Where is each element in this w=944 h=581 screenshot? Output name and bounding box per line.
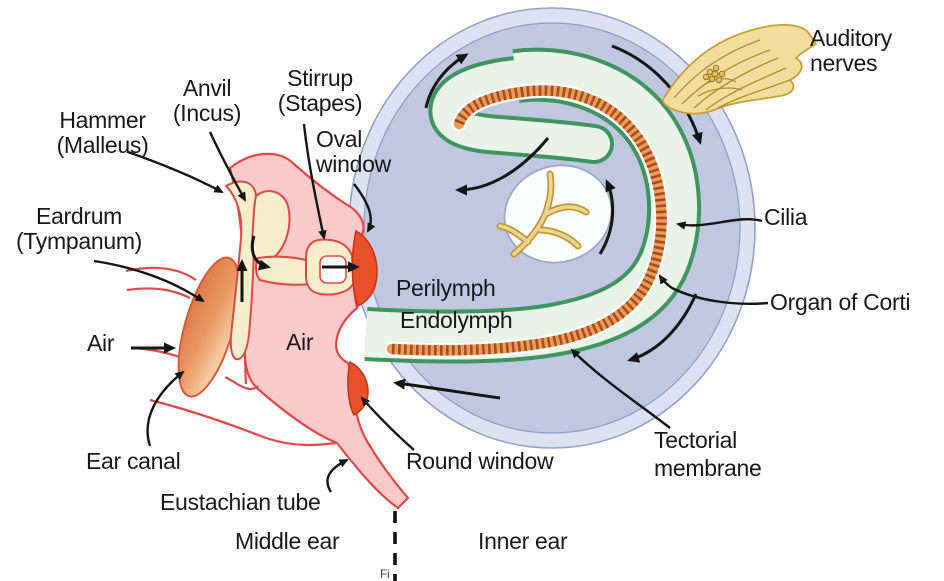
eustachian-leader (326, 458, 349, 493)
eardrum-label: Eardrum (Tympanum) (0, 204, 158, 254)
air-outside-label: Air (87, 330, 115, 356)
round-window-leader (360, 396, 415, 451)
stirrup-label-line1: Stirrup (287, 65, 353, 91)
ear-canal-upper-wall-2 (126, 287, 191, 299)
ear-canal-lower-wall (133, 346, 259, 391)
middle-ear (125, 152, 410, 510)
inner-ear-label: Inner ear (478, 528, 568, 554)
nerve-ganglion-knot (702, 64, 726, 84)
cochlear-duct-mint-outer-wrap (364, 51, 698, 360)
cilia-stripes (391, 85, 667, 356)
ear-canal-label: Ear canal (86, 448, 181, 474)
wave-arrow-top-right (611, 44, 703, 145)
organ-of-corti-label: Organ of Corti (770, 289, 911, 315)
oval-window-label-line1: Oval (316, 126, 363, 152)
incudostapedial-bridge (254, 255, 319, 286)
sound-path-arrows (131, 235, 360, 354)
wave-arrow-center-up (598, 179, 616, 255)
ear-canal-leader (146, 370, 185, 447)
hammer-leader (127, 150, 224, 194)
caption-fragment: Fi (380, 567, 390, 581)
eardrum-label-line1: Eardrum (35, 203, 123, 229)
hammer-label: Hammer (Malleus) (25, 108, 180, 158)
cilia-leader (676, 218, 763, 230)
wave-arrow-apex-left (455, 137, 550, 196)
eardrum-label-line2: (Tympanum) (15, 228, 143, 254)
middle-ear-label: Middle ear (235, 528, 340, 554)
eardrum-leader (93, 259, 205, 303)
central-nerve-branches (496, 170, 590, 258)
wave-direction-arrows (393, 44, 703, 400)
auditory-nerves-label-line1: Auditory (810, 25, 892, 51)
oval-window-label-line2: window (316, 151, 391, 177)
stirrup-label-line2: (Stapes) (277, 90, 363, 116)
oval-window-leader (353, 183, 376, 233)
anvil-label-line1: Anvil (182, 75, 232, 101)
auditory-nerve-bundle (661, 24, 817, 115)
cilia-label: Cilia (764, 204, 808, 230)
round-window-membrane (347, 360, 369, 416)
ossicle-curve-arrow (250, 235, 271, 271)
tectorial-membrane-label: Tectorial membrane (654, 426, 762, 482)
round-window-label: Round window (406, 448, 554, 474)
oval-window-label: Oval window (316, 127, 391, 177)
ear-canal-walls (125, 266, 337, 447)
tectorial-membrane-label-line2: membrane (654, 455, 762, 481)
cochlea (348, 7, 817, 449)
tectorial-leader (570, 348, 671, 429)
auditory-nerves-label: Auditory nerves (810, 26, 892, 76)
wave-arrow-upper-left (424, 53, 469, 109)
anvil-label: Anvil (Incus) (148, 76, 266, 126)
anvil-label-line2: (Incus) (172, 100, 242, 126)
stirrup-leader (302, 123, 327, 240)
organ-of-corti-leader (658, 274, 769, 305)
endolymph-label: Endolymph (400, 307, 513, 333)
wave-arrow-bottom-left (393, 378, 501, 400)
stirrup-label: Stirrup (Stapes) (258, 66, 382, 116)
tectorial-membrane-label-line1: Tectorial (654, 427, 737, 453)
anvil-leader (208, 131, 247, 202)
wave-arrow-bottom-right (627, 293, 698, 363)
perilymph-label: Perilymph (396, 275, 496, 301)
jaw-tissue-line (149, 398, 337, 447)
hammer-label-line1: Hammer (59, 107, 146, 133)
label-leader-lines (93, 123, 769, 493)
eustachian-tube-label: Eustachian tube (160, 489, 321, 515)
stirrup-arch-opening (319, 255, 347, 284)
air-middle-ear-label: Air (286, 329, 314, 355)
hammer-label-line2: (Malleus) (56, 132, 149, 158)
auditory-nerves-label-line2: nerves (810, 50, 878, 76)
nerve-bundle-body (661, 24, 817, 115)
